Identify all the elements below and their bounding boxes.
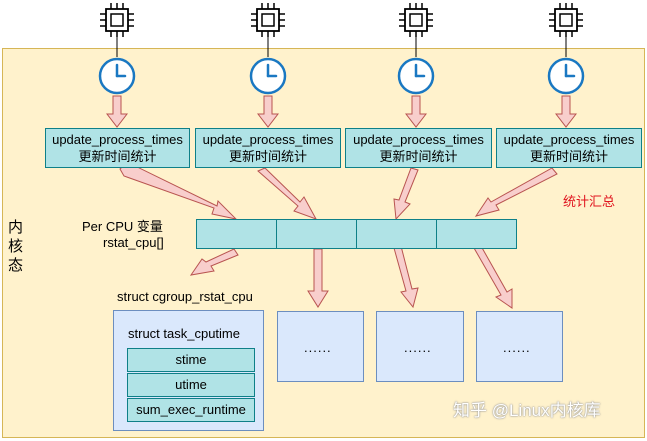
arrow [105, 95, 129, 128]
watermark: 知乎 @Linux内核库 [453, 401, 601, 420]
rstat-cpu-cell [356, 219, 437, 249]
update-box-subtitle: 更新时间统计 [529, 149, 608, 164]
field-stime: stime [127, 348, 255, 372]
clock-icon [249, 57, 287, 95]
arrow [554, 95, 578, 128]
field-sum-exec-runtime: sum_exec_runtime [127, 398, 255, 422]
arrow [256, 95, 280, 128]
update-box-subtitle: 更新时间统计 [379, 149, 458, 164]
kernel-space-label: 内核态 [8, 219, 24, 274]
update-box-title: update_process_times [353, 132, 484, 147]
update-process-times-box: update_process_times 更新时间统计 [45, 128, 190, 168]
cpu-chip-icon [99, 2, 135, 38]
summary-label: 统计汇总 [563, 194, 616, 209]
clock-icon [397, 57, 435, 95]
update-box-subtitle: 更新时间统计 [228, 149, 307, 164]
arrow [404, 95, 428, 128]
cgroup-rstat-cpu-box [277, 311, 364, 382]
arrow [393, 245, 419, 309]
update-box-title: update_process_times [503, 132, 635, 147]
cpu-chip-icon [250, 2, 286, 38]
rstat-cpu-label: rstat_cpu[] [103, 235, 164, 250]
update-box-title: update_process_times [202, 132, 334, 147]
arrow [257, 167, 318, 220]
task-cputime-label: struct task_cputime [128, 326, 240, 341]
ellipsis-text: ...... [304, 340, 332, 355]
field-utime: utime [127, 373, 255, 397]
update-process-times-box: update_process_times 更新时间统计 [345, 128, 492, 168]
clock-icon [547, 57, 585, 95]
percpu-label: Per CPU 变量 [82, 219, 163, 234]
arrow [393, 167, 419, 221]
update-box-title: update_process_times [52, 132, 183, 147]
cpu-chip-icon [548, 2, 584, 38]
struct-cgroup-rstat-cpu-label: struct cgroup_rstat_cpu [117, 289, 253, 304]
cgroup-rstat-cpu-box [476, 311, 563, 382]
rstat-cpu-cell [276, 219, 357, 249]
update-process-times-box: update_process_times 更新时间统计 [496, 128, 642, 168]
clock-icon [98, 57, 136, 95]
arrow [473, 245, 513, 309]
ellipsis-text: ...... [404, 340, 432, 355]
arrow [119, 161, 238, 220]
arrow [189, 248, 239, 276]
update-box-subtitle: 更新时间统计 [78, 149, 157, 164]
rstat-cpu-cell [436, 219, 517, 249]
ellipsis-text: ...... [503, 340, 531, 355]
rstat-cpu-cell [196, 219, 277, 249]
cgroup-rstat-cpu-box [376, 311, 464, 382]
update-process-times-box: update_process_times 更新时间统计 [195, 128, 341, 168]
arrow [474, 167, 558, 217]
arrow [307, 248, 329, 308]
cpu-chip-icon [398, 2, 434, 38]
